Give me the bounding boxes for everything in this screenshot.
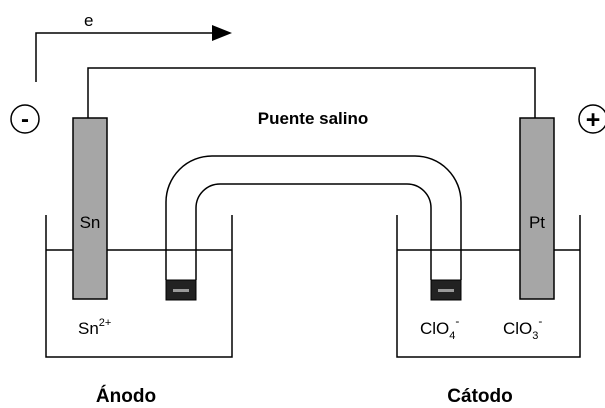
electron-label: e: [84, 11, 93, 30]
salt-bridge-plug-left: [165, 279, 197, 301]
salt-bridge-plug-right: [430, 279, 462, 301]
perchlorate-base: ClO: [420, 319, 449, 338]
positive-terminal: +: [578, 104, 605, 134]
anode-electrode: [72, 117, 108, 300]
cathode-electrode-label: Pt: [529, 213, 545, 232]
negative-terminal: -: [10, 104, 40, 134]
anode-title: Ánodo: [96, 385, 156, 407]
cathode-species-1-label: ClO4-: [420, 314, 459, 342]
cathode-electrode: [519, 117, 555, 300]
positive-sign: +: [586, 106, 601, 134]
negative-sign: -: [21, 106, 29, 133]
electron-flow-arrow: [35, 25, 232, 82]
salt-bridge-label: Puente salino: [258, 109, 369, 128]
chlorate-subscript: 3: [532, 330, 538, 342]
anode-electrode-label: Sn: [80, 213, 101, 232]
anode-ion-charge: 2+: [99, 317, 112, 329]
chlorate-charge: -: [538, 314, 542, 328]
chlorate-base: ClO: [503, 319, 532, 338]
perchlorate-charge: -: [455, 314, 459, 328]
salt-bridge: [165, 155, 462, 280]
anode-ion-base: Sn: [78, 319, 99, 338]
arrow-head-icon: [212, 25, 232, 41]
perchlorate-subscript: 4: [449, 330, 455, 342]
cathode-species-2-label: ClO3-: [503, 314, 542, 342]
external-wire: [87, 67, 536, 118]
cathode-title: Cátodo: [447, 386, 512, 407]
anode-solution-label: Sn2+: [78, 317, 111, 338]
